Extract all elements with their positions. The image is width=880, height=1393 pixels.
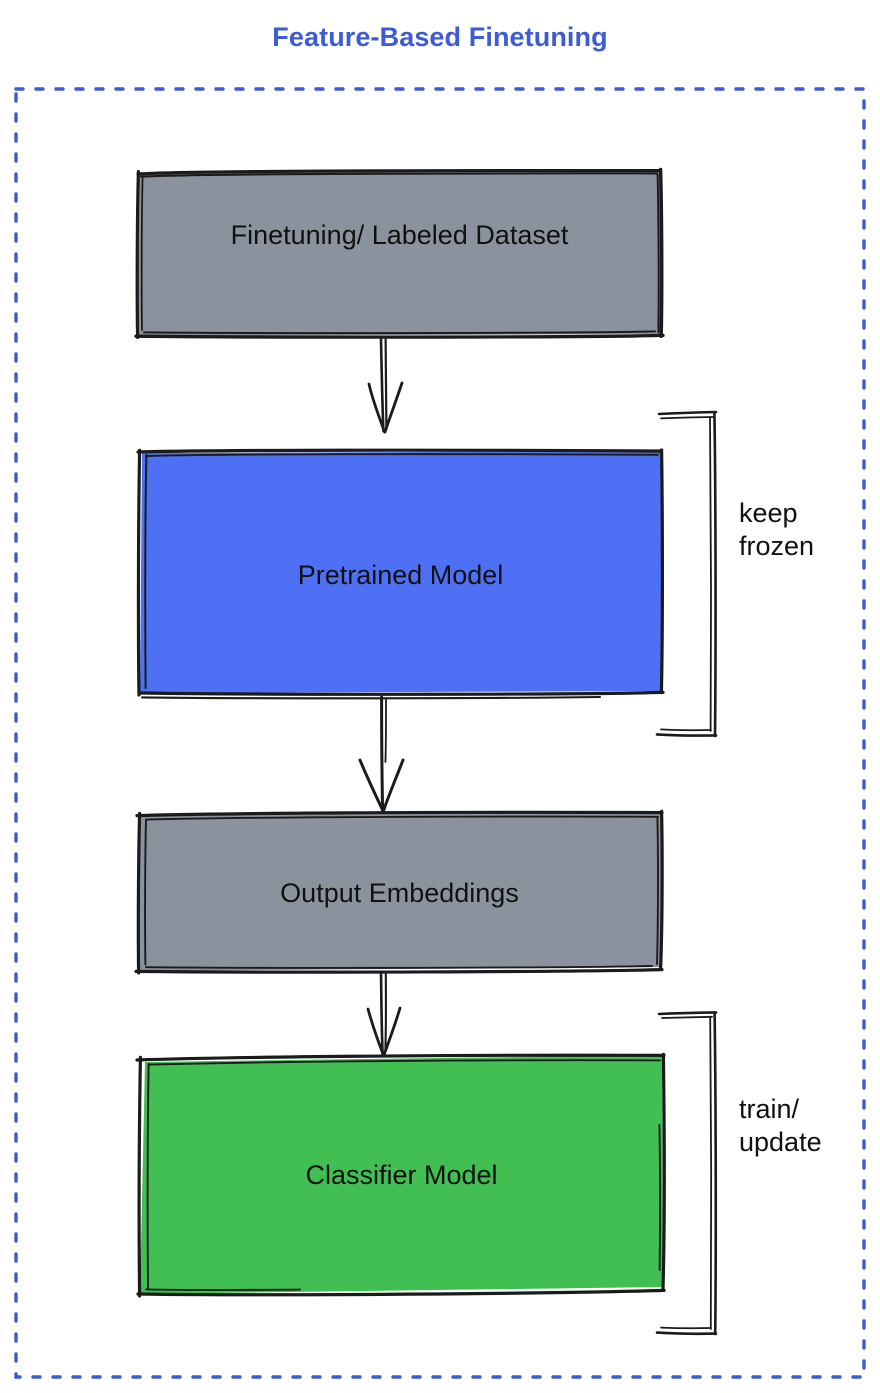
- node-classifier-edge-top: [135, 1053, 666, 1062]
- node-dataset-edge-bottom: [134, 333, 665, 339]
- node-classifier-model-fill: [140, 1055, 663, 1294]
- node-embeddings-edge-top: [135, 810, 664, 818]
- node-classifier-edge-bottom2: [145, 1288, 301, 1291]
- node-pretrained-edge-top: [136, 448, 663, 454]
- node-classifier-edge-left2: [146, 1063, 150, 1289]
- node-embeddings-edge-top2: [145, 815, 659, 821]
- node-dataset-edge-left: [135, 170, 140, 339]
- node-pretrained-edge-top2: [145, 453, 659, 457]
- diagram-frame: [14, 87, 866, 1379]
- node-pretrained-model-fill: [140, 451, 661, 693]
- node-embeddings-edge-left2: [144, 819, 147, 966]
- node-pretrained-edge-right: [659, 448, 664, 694]
- node-classifier-model[interactable]: [135, 1052, 666, 1298]
- node-pretrained-edge-left: [136, 448, 142, 697]
- node-embeddings-edge-bottom: [134, 968, 664, 974]
- node-dataset-edge-left2: [140, 176, 144, 331]
- node-pretrained-edge-bottom: [137, 690, 665, 696]
- edge-embeddings-to-classifier: [366, 971, 402, 1057]
- node-embeddings-edge-left: [136, 811, 142, 975]
- edge-dataset-to-pretrained: [367, 337, 404, 434]
- node-classifier-edge-right: [661, 1052, 666, 1292]
- node-dataset-edge-right2: [656, 173, 660, 334]
- node-output-embeddings-fill: [138, 812, 662, 971]
- node-pretrained-model[interactable]: [136, 448, 665, 700]
- node-dataset-fill: [138, 170, 661, 336]
- node-output-embeddings[interactable]: [134, 809, 664, 975]
- node-pretrained-edge-bottom2: [140, 695, 602, 700]
- page-title: Feature-Based Finetuning: [272, 22, 608, 52]
- node-embeddings-edge-right2: [656, 816, 659, 965]
- edge-pretrained-to-embeddings: [358, 695, 405, 813]
- node-dataset-edge-top2: [139, 172, 659, 178]
- node-classifier-edge-top2: [149, 1059, 661, 1066]
- node-classifier-edge-bottom: [136, 1288, 666, 1297]
- node-classifier-edge-right2: [658, 1124, 662, 1271]
- node-embeddings-edge-right: [659, 809, 664, 970]
- bracket-train-update: [655, 1011, 718, 1336]
- node-pretrained-edge-left2: [144, 454, 148, 689]
- node-dataset-edge-bottom2: [143, 330, 656, 335]
- node-embeddings-edge-bottom2: [145, 965, 653, 969]
- node-classifier-edge-left: [137, 1055, 142, 1298]
- node-dataset-edge-right: [658, 167, 664, 339]
- annotation-train-update: train/ update: [739, 1094, 822, 1157]
- bracket-keep-frozen: [655, 410, 718, 738]
- annotation-keep-frozen: keep frozen: [739, 498, 815, 561]
- node-dataset-edge-top: [136, 168, 661, 176]
- node-dataset[interactable]: [134, 167, 665, 339]
